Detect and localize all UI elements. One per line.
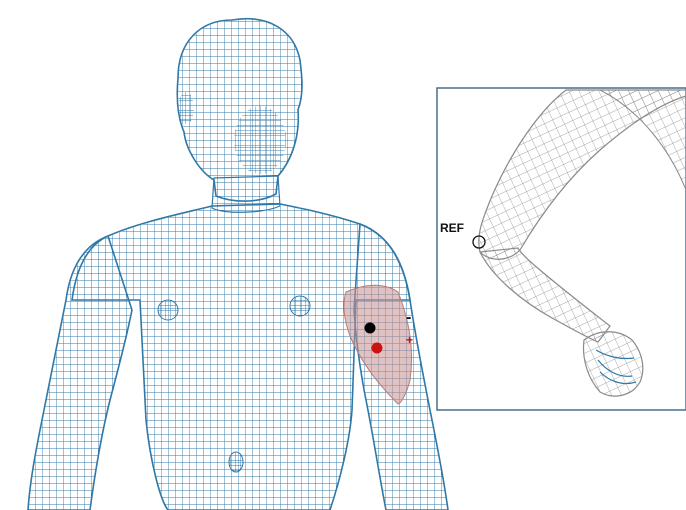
electrode-negative: [365, 323, 376, 334]
ref-label: REF: [440, 221, 464, 235]
negative-sign: -: [406, 309, 411, 326]
left-nipple: [158, 300, 178, 320]
navel: [229, 452, 243, 472]
inset-panel: REF: [437, 88, 686, 410]
positive-sign: +: [406, 333, 413, 347]
right-nipple: [290, 296, 310, 316]
face-detail: [234, 106, 286, 174]
ear: [178, 92, 194, 124]
head: [177, 19, 302, 201]
body-wireframe: [28, 19, 448, 510]
electrode-positive: [372, 343, 383, 354]
left-arm: [28, 236, 132, 510]
